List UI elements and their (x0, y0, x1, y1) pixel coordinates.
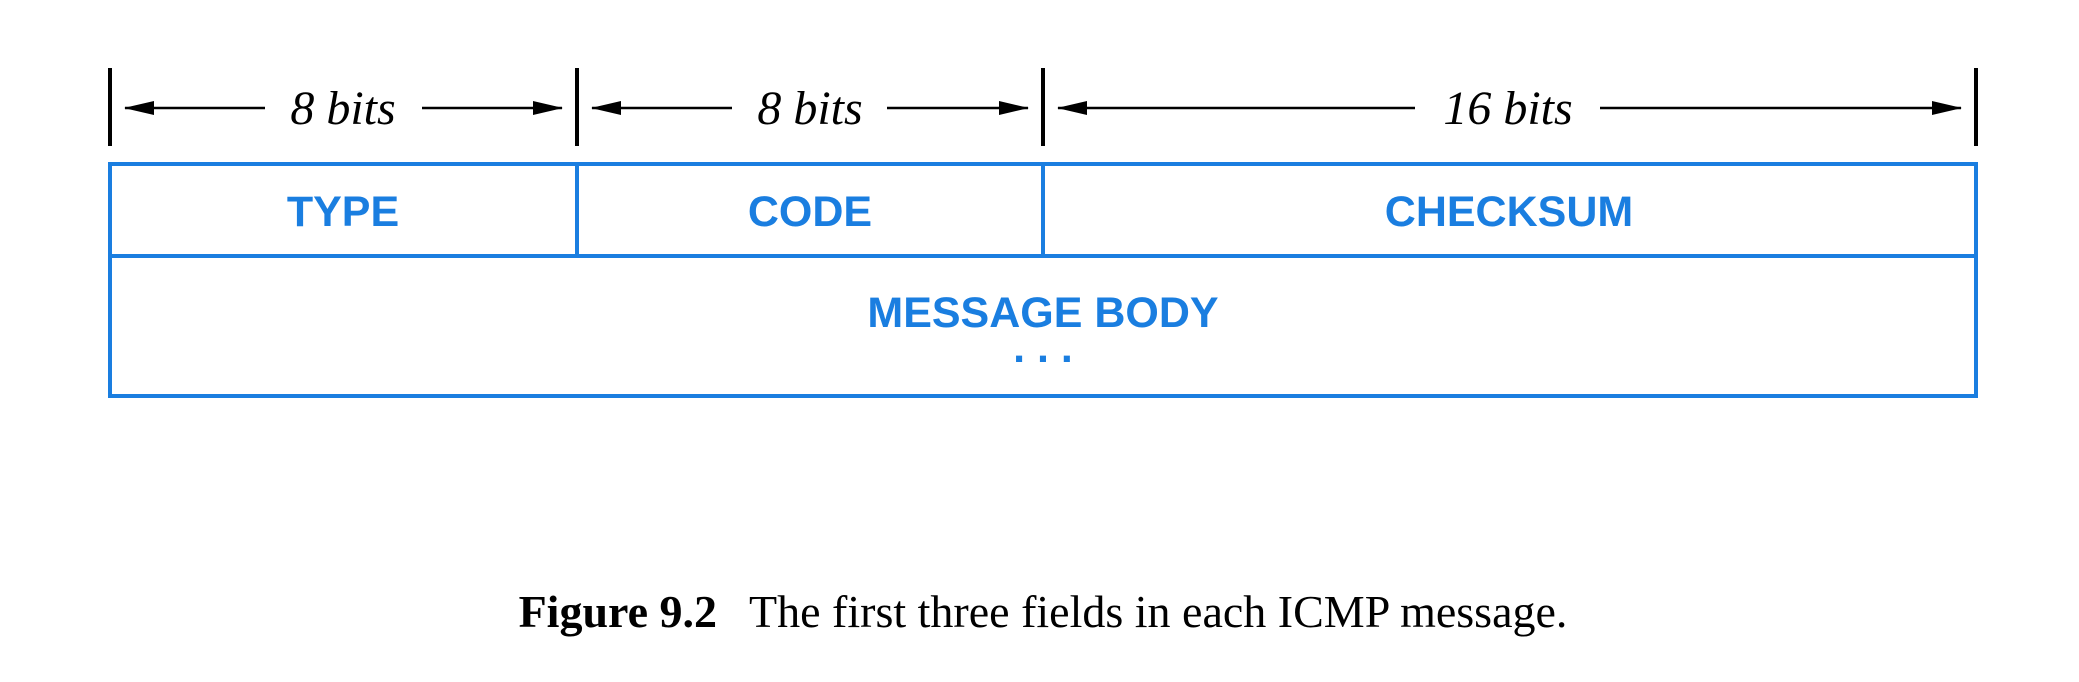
type-width-label: 8 bits (290, 82, 395, 135)
figure-caption: Figure 9.2 The first three fields in eac… (519, 586, 1568, 637)
dimension-ticks (108, 68, 1978, 146)
figure-caption-text: The first three fields in each ICMP mess… (749, 586, 1567, 637)
checksum-width-label: 16 bits (1443, 82, 1572, 135)
code-field-label: CODE (748, 188, 872, 236)
header-fields (108, 162, 1978, 398)
checksum-field-label: CHECKSUM (1385, 188, 1633, 236)
message-body-label: MESSAGE BODY (867, 289, 1218, 337)
message-body-box (108, 254, 1978, 398)
message-body-continuation: . . . (1013, 324, 1073, 372)
figure-number: Figure 9.2 (519, 586, 717, 637)
type-field-label: TYPE (287, 188, 399, 236)
code-width-label: 8 bits (757, 82, 862, 135)
